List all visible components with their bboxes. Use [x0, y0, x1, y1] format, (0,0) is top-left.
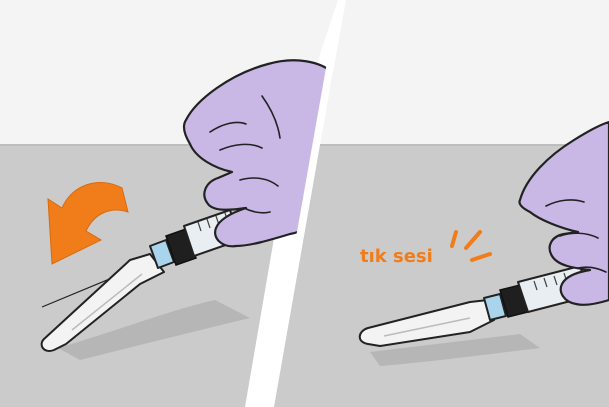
right-wall [320, 0, 609, 145]
click-sound-label: tık sesi [360, 246, 433, 267]
right-panel [274, 0, 609, 407]
